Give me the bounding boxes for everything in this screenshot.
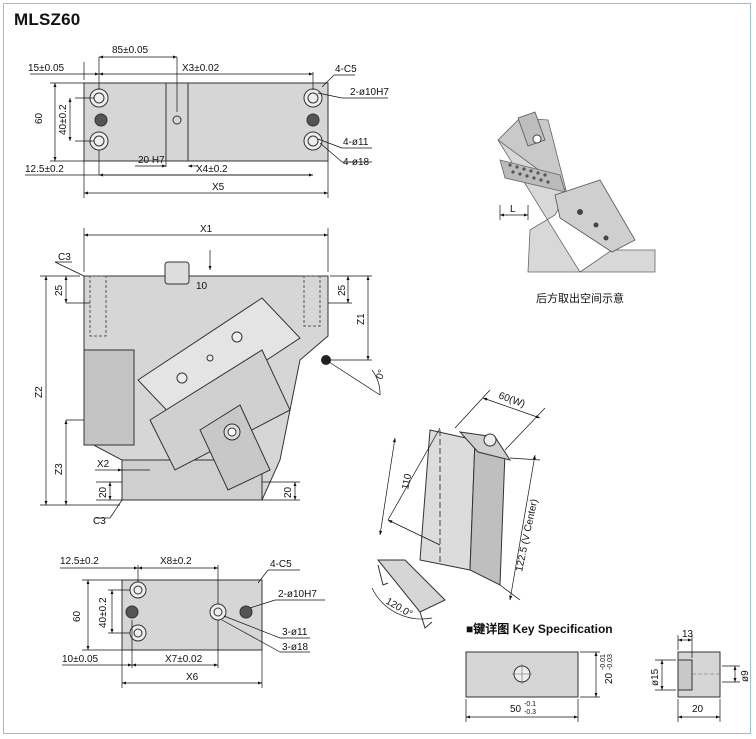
- dim-label: 25: [54, 284, 65, 296]
- dim-label: 20: [283, 486, 294, 498]
- dim-label: X2: [97, 459, 110, 470]
- dim-label: 20 H7: [138, 155, 165, 166]
- rear-view-caption: 后方取出空间示意: [536, 291, 624, 305]
- dim-label: 12.5±0.2: [60, 556, 99, 567]
- dim-label: 20: [98, 486, 109, 498]
- dim-label: -0.1: [524, 701, 536, 708]
- dim-label: 15±0.05: [28, 63, 65, 74]
- dim-label: -0.03: [607, 654, 614, 670]
- dim-label: -0.3: [524, 709, 536, 716]
- dim-label: Z3: [54, 463, 65, 475]
- dim-label: 0°: [374, 368, 388, 381]
- dim-label: 4-C5: [270, 559, 292, 570]
- dim-label: 3-ø18: [282, 642, 309, 653]
- dim-label: 60(W): [497, 390, 526, 410]
- dim-label: 20: [692, 704, 704, 715]
- dim-label: X5: [212, 182, 225, 193]
- dim-label: X6: [186, 672, 199, 683]
- dim-label: C3: [93, 516, 106, 527]
- dim-label: 110: [400, 472, 414, 490]
- bottom-view: 12.5±0.2 X8±0.2 4-C5 60 40±0.2 2-ø10H7 3…: [60, 556, 325, 688]
- dim-label: 10: [196, 281, 208, 292]
- key-spec-heading: ■键详图 Key Specification: [466, 622, 613, 636]
- dim-label: 12.5±0.2: [25, 164, 64, 175]
- dim-label: 40±0.2: [58, 104, 69, 135]
- key-front-view: 20 -0.01 -0.03 50 -0.1 -0.3: [465, 651, 615, 722]
- dim-label: -0.01: [600, 654, 607, 670]
- dim-label: ø9: [740, 670, 751, 682]
- key-side-view: 13 ø15 ø9 20: [650, 629, 751, 722]
- dim-label: 4-ø18: [343, 157, 370, 168]
- top-view: 15±0.05 85±0.05 X3±0.02 4-C5 2-ø10H7 60 …: [25, 45, 389, 198]
- dim-label: L: [510, 204, 516, 215]
- dim-label: Z2: [34, 386, 45, 398]
- dim-label: 60: [34, 112, 45, 124]
- dim-label: C3: [58, 252, 71, 263]
- rear-view: L: [497, 111, 656, 273]
- dim-label: 2-ø10H7: [350, 87, 389, 98]
- dim-label: X4±0.2: [196, 164, 228, 175]
- dim-label: X7±0.02: [165, 654, 203, 665]
- dim-label: 25: [337, 284, 348, 296]
- dim-label: 4-ø11: [343, 137, 369, 148]
- dim-label: Z1: [356, 313, 367, 325]
- dim-label: 2-ø10H7: [278, 589, 317, 600]
- dim-label: X3±0.02: [182, 63, 220, 74]
- dim-label: 60: [72, 610, 83, 622]
- dim-label: 50: [510, 704, 522, 715]
- dim-label: X8±0.2: [160, 556, 192, 567]
- dim-label: 85±0.05: [112, 45, 149, 56]
- dim-label: 4-C5: [335, 64, 357, 75]
- dim-label: 13: [682, 629, 694, 640]
- dim-label: ø15: [650, 668, 661, 686]
- iso-view: 60(W) 110 122.5 (V Center) 120.0°: [371, 389, 546, 629]
- drawing-frame: [3, 3, 751, 734]
- dim-label: 40±0.2: [98, 597, 109, 628]
- side-view: X1 C3 25 10 25 Z1 0° Z2 X2 Z3 20 20 C3: [34, 224, 388, 527]
- dim-label: 10±0.05: [62, 654, 99, 665]
- dim-label: 122.5 (V Center): [514, 498, 540, 573]
- drawing-title: MLSZ60: [14, 10, 81, 29]
- dim-label: 20: [604, 672, 615, 684]
- dim-label: X1: [200, 224, 213, 235]
- dim-label: 3-ø11: [282, 627, 308, 638]
